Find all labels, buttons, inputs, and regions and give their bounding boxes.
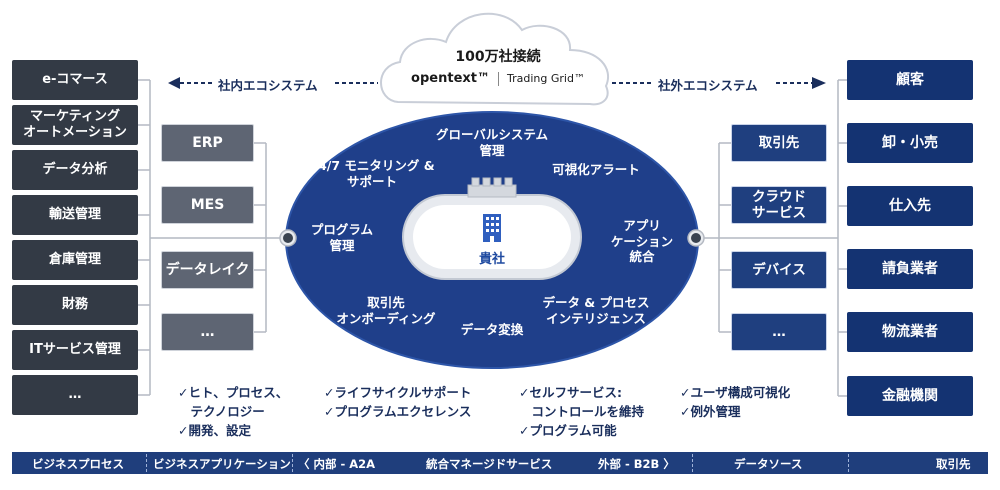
right-connector-lines [695,79,847,397]
ring-label-monitoring: 24/7 モニタリング & サポート [309,158,435,189]
internal-ecosystem-label: 社内エコシステム [218,78,318,93]
bar-label-external: 外部 - B2B 〉 [598,457,675,471]
cloud-shape [380,12,609,106]
ring-label-alert: 可視化アラート [552,162,640,177]
business-process-box: データ分析 [12,150,138,190]
bar-label-business-process: ビジネスプロセス [32,457,124,471]
ring-label-app-integration: アプリ ケーション 統合 [610,218,674,265]
right-connection-dot [687,229,705,247]
data-source-box: デバイス [731,251,827,289]
business-application-box: … [161,313,254,351]
bottom-category-bar [12,452,988,474]
business-process-box: マーケティング オートメーション [12,105,138,145]
bullet-item: ✓例外管理 [680,404,741,419]
bar-divider [848,454,849,472]
ring-label-program: プログラム 管理 [310,222,374,253]
building-icon [483,214,501,242]
bullet-item: ✓セルフサービス: コントロールを維持 [519,385,645,419]
left-connection-dot [279,229,297,247]
bullet-item: ✓プログラム可能 [519,423,617,438]
bar-divider [692,454,693,472]
bar-label-partner: 取引先 [936,457,971,471]
external-ecosystem-label: 社外エコシステム [658,78,758,93]
partner-box: 物流業者 [847,312,973,352]
business-application-box: MES [161,186,254,224]
partner-box: 顧客 [847,60,973,100]
partner-box: 卸・小売 [847,123,973,163]
connector-plug [467,177,517,198]
bullet-item: ✓開発、設定 [178,423,251,438]
ring-label-intelligence: データ & プロセス インテリジェンス [542,295,650,326]
business-process-box: … [12,375,138,415]
bar-label-managed-services: 統合マネージドサービス [426,457,553,471]
ring-label-transform: データ変換 [460,322,524,337]
opentext-logo-text: opentext™ [411,71,490,86]
cloud-title: 100万社接続 [455,49,541,65]
business-application-box: ERP [161,124,254,162]
bullet-item: ✓ユーザ構成可視化 [680,385,791,400]
left-connector-lines [138,79,288,396]
data-source-box: クラウド サービス [731,186,827,224]
internal-ecosystem-arrow [168,77,378,89]
data-source-box: 取引先 [731,124,827,162]
company-label: 貴社 [478,252,506,267]
data-source-box: … [731,313,827,351]
partner-box: 仕入先 [847,186,973,226]
business-process-box: 輸送管理 [12,195,138,235]
cloud-brand-row: opentext™ Trading Grid™ [395,71,601,86]
bar-divider [292,454,293,472]
bullet-item: ✓プログラムエクセレンス [324,404,472,419]
business-application-box: データレイク [161,251,254,289]
partner-box: 金融機関 [847,376,973,416]
bar-label-data-source: データソース [734,457,803,471]
trading-grid-text: Trading Grid™ [507,72,585,85]
bar-label-internal: 〈 内部 - A2A [298,457,376,471]
business-process-box: e-コマース [12,60,138,100]
bar-label-business-application: ビジネスアプリケーション [153,457,291,471]
cloud-divider [498,71,499,86]
bullet-item: ✓ライフサイクルサポート [324,385,472,400]
external-ecosystem-arrow [612,77,826,89]
ring-label-onboarding: 取引先 オンボーディング [336,295,436,326]
partner-box: 請負業者 [847,249,973,289]
business-process-box: ITサービス管理 [12,330,138,370]
ring-label-global-system: グローバルシステム 管理 [435,127,549,158]
bar-divider [146,454,147,472]
business-process-box: 財務 [12,285,138,325]
bullet-item: ✓ヒト、プロセス、 テクノロジー [178,385,289,419]
business-process-box: 倉庫管理 [12,240,138,280]
